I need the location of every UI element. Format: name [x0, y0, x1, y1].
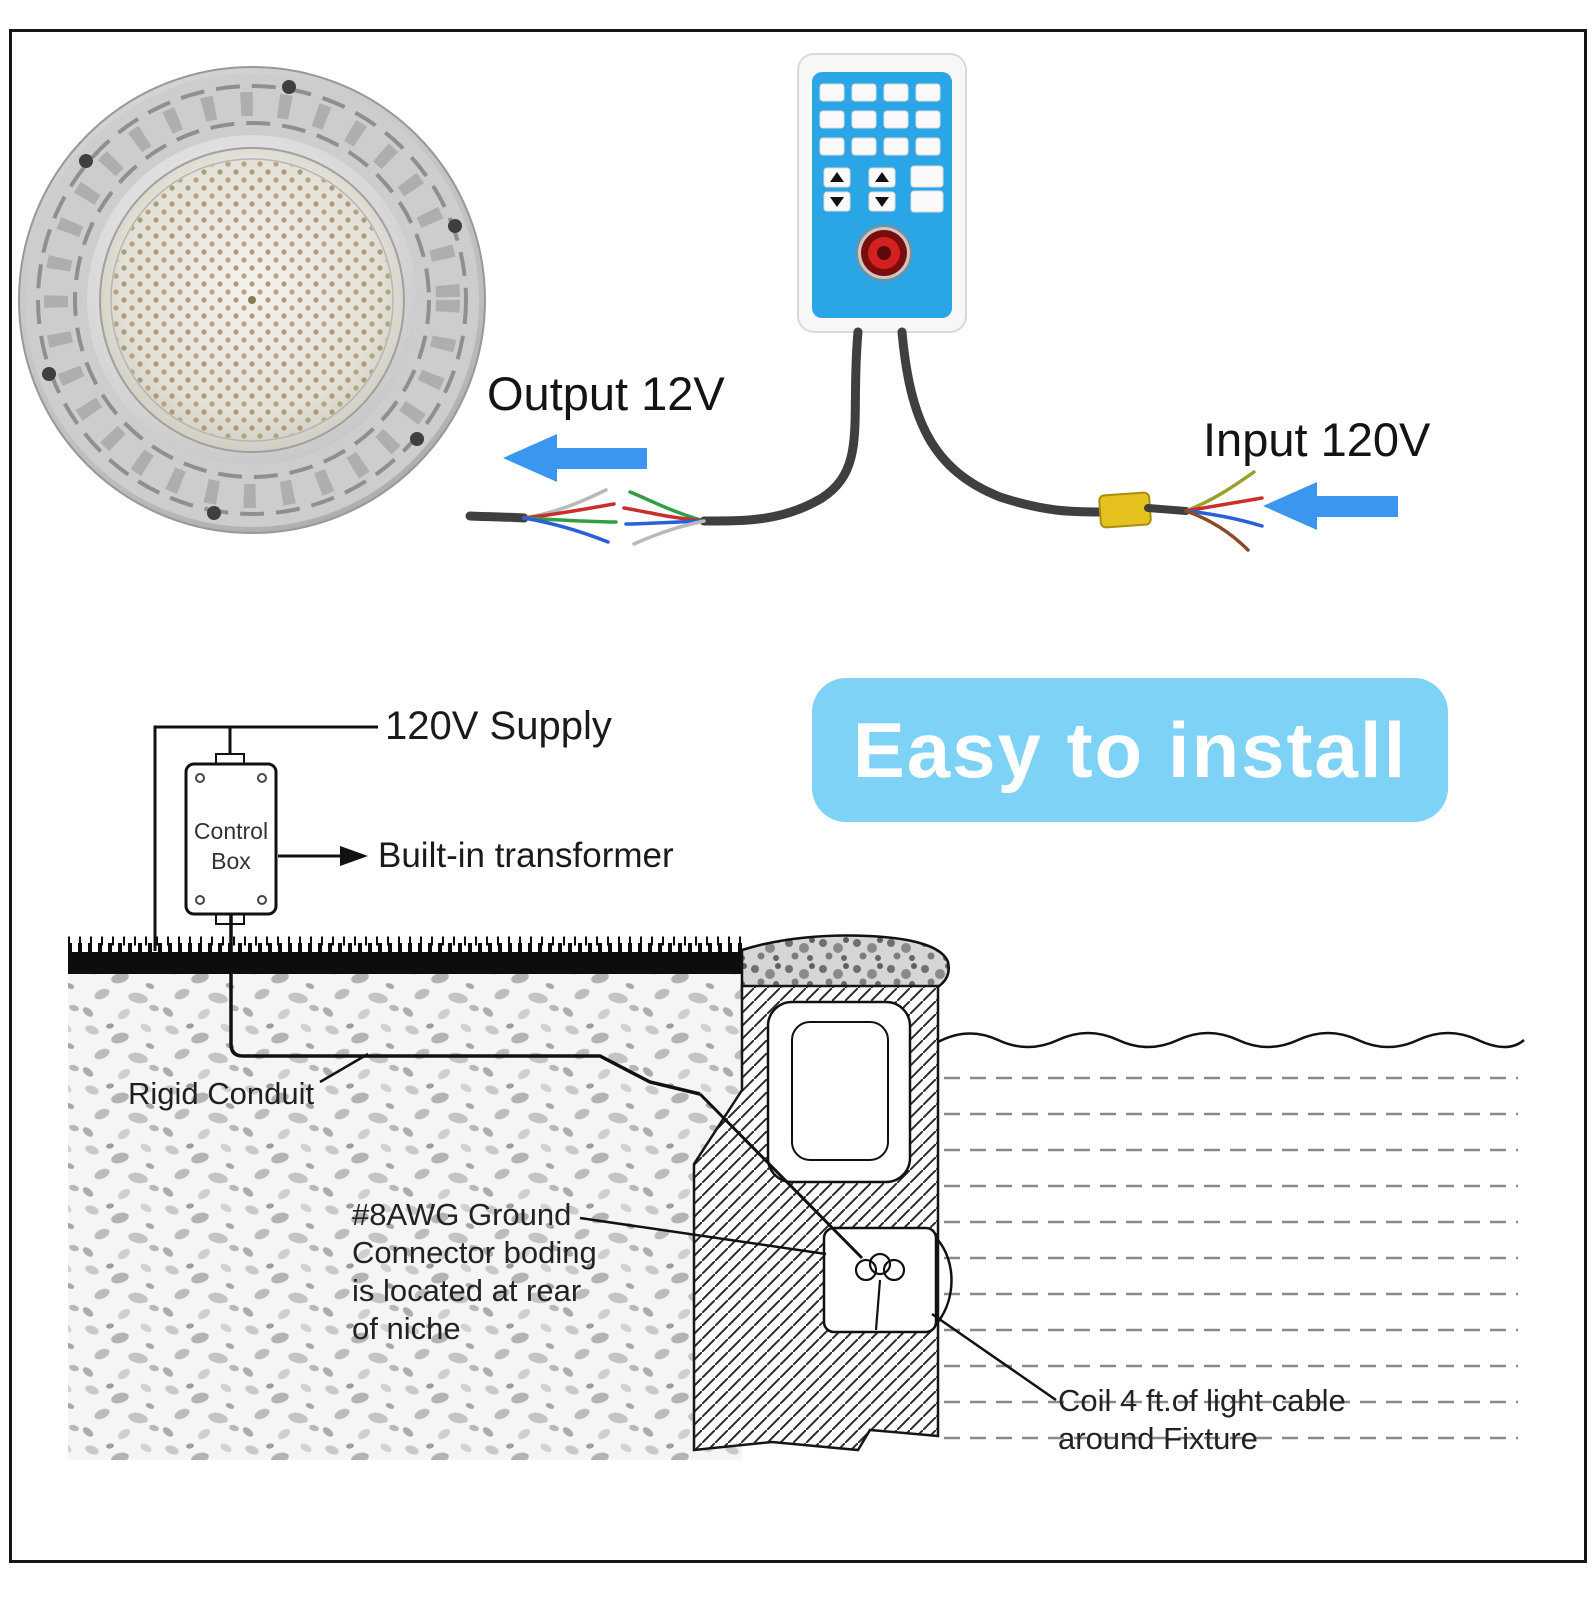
control-box-label: Control Box: [186, 816, 276, 876]
up-down-arrow-icons: [830, 172, 889, 207]
coil-note-leader: [931, 1312, 1057, 1402]
coil-icon: [854, 1252, 906, 1331]
control-box-label-line1: Control: [193, 818, 269, 844]
light-cable-line: [698, 1092, 864, 1260]
supply-line: [153, 725, 378, 951]
ground-note-line: #8AWG Ground: [352, 1197, 572, 1232]
controller-device: [797, 53, 967, 333]
wire-strands-input: [1184, 470, 1264, 552]
power-button: [856, 225, 912, 281]
light-niche-inner: [791, 1021, 889, 1161]
pool-light-fixture: [18, 66, 486, 534]
rim-screws: [42, 80, 462, 520]
input-arrow-icon: [1263, 482, 1398, 530]
wire-strands-left-splay: [522, 488, 618, 544]
rigid-conduit-label: Rigid Conduit: [128, 1076, 315, 1111]
rigid-conduit-line: [229, 914, 701, 1096]
ground-note: #8AWG Ground Connector boding is located…: [352, 1196, 597, 1348]
arrow-right-icon: [340, 846, 368, 866]
light-fixture-symbol: [822, 1226, 953, 1334]
easy-install-banner: Easy to install: [812, 678, 1448, 822]
ground-note-line: of niche: [352, 1311, 461, 1346]
wire-strands-right-splay: [622, 490, 706, 546]
input-voltage-label: Input 120V: [1203, 413, 1431, 466]
coil-note-line: Coil 4 ft.of light cable: [1058, 1383, 1346, 1418]
ground-note-leader: [579, 1216, 827, 1256]
output-arrow-icon: [503, 434, 647, 482]
supply-label: 120V Supply: [385, 704, 612, 748]
output-voltage-label: Output 12V: [487, 367, 725, 420]
installation-diagram: [68, 725, 1525, 1460]
transformer-label: Built-in transformer: [378, 836, 674, 875]
power-wires: [465, 327, 1264, 552]
pool-deck-coping: [740, 934, 950, 995]
pool-water: [937, 1031, 1525, 1440]
grass-strip: [68, 936, 742, 974]
coil-note: Coil 4 ft.of light cable around Fixture: [1058, 1382, 1346, 1458]
control-panel-buttons: [819, 83, 944, 213]
ground-note-line: Connector boding: [352, 1235, 597, 1270]
easy-install-banner-text: Easy to install: [852, 705, 1408, 794]
ground-note-line: is located at rear: [352, 1273, 582, 1308]
coil-note-line: around Fixture: [1058, 1421, 1258, 1456]
rigid-conduit-leader: [319, 1052, 369, 1084]
control-box-label-line2: Box: [211, 848, 251, 874]
wire-connector: [1098, 491, 1152, 529]
